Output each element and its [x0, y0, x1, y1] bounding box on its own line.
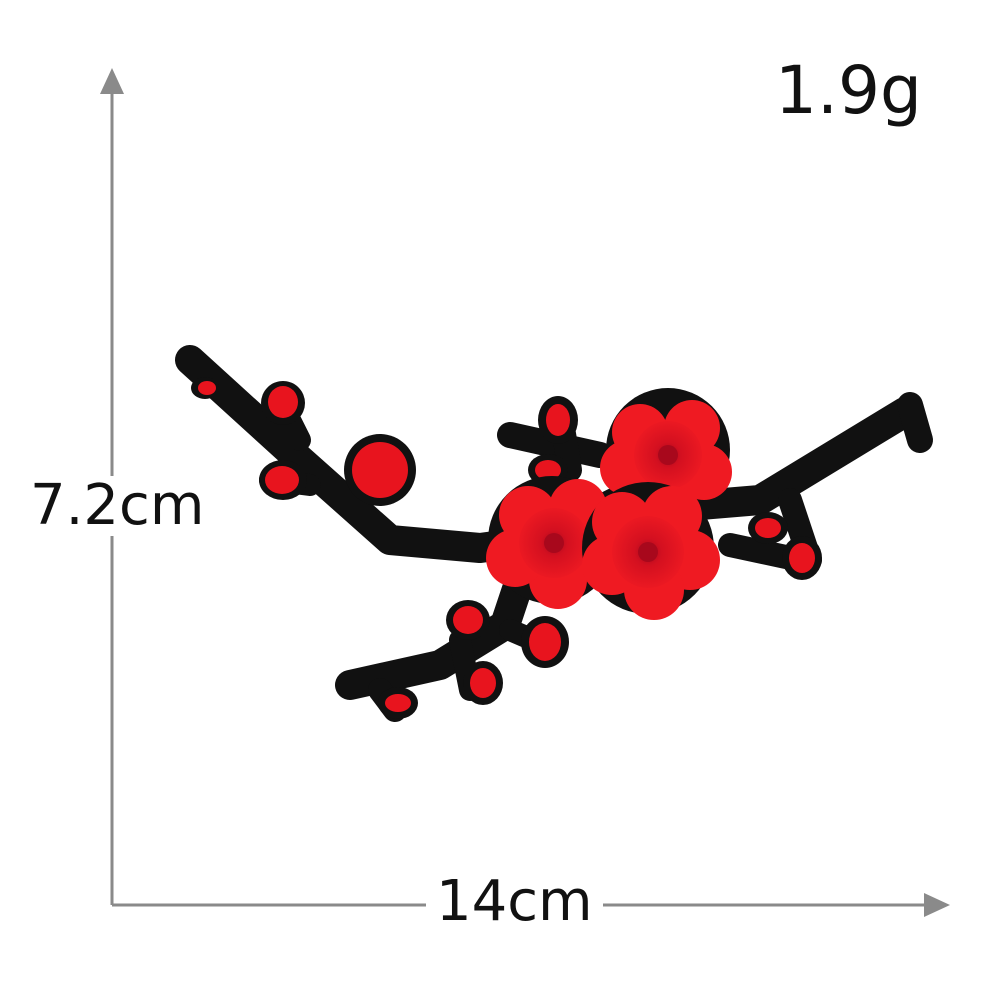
buds	[191, 377, 822, 719]
weight-label: 1.9g	[775, 52, 922, 129]
flower-right	[582, 482, 720, 620]
flowers	[486, 388, 732, 620]
height-dimension-label: 7.2cm	[30, 473, 205, 538]
width-dimension-label: 14cm	[426, 874, 603, 930]
